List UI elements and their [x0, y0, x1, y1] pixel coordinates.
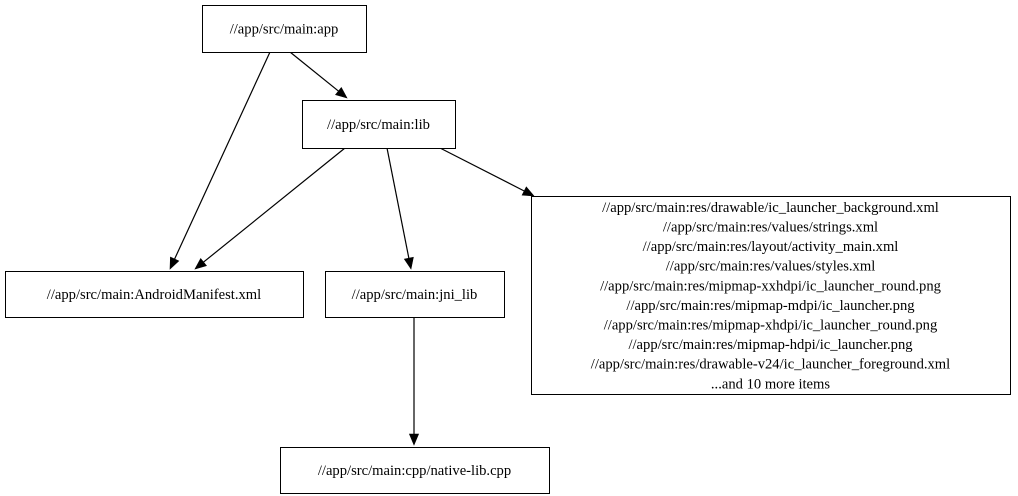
node-android-manifest-box[interactable] — [5, 271, 304, 318]
node-jni-lib-label-line-0: //app/src/main:jni_lib — [352, 287, 478, 303]
node-resources-group-box[interactable] — [531, 196, 1011, 395]
edge-app-to-lib-line — [289, 51, 339, 92]
edge-lib-to-resources-group-arrowhead-icon — [521, 186, 535, 197]
node-jni-lib-box[interactable] — [325, 271, 505, 318]
edge-app-to-android-manifest — [169, 51, 271, 270]
edge-lib-to-resources-group — [439, 147, 535, 197]
node-resources-group-label-line-8: //app/src/main:res/drawable-v24/ic_launc… — [591, 357, 950, 373]
edge-jni-lib-to-native-lib-cpp — [408, 317, 420, 446]
edge-lib-to-jni-lib-line — [386, 147, 410, 259]
node-resources-group[interactable]: //app/src/main:res/drawable/ic_launcher_… — [531, 196, 1011, 395]
node-resources-group-label-line-6: //app/src/main:res/mipmap-xhdpi/ic_launc… — [604, 317, 938, 333]
node-layer: //app/src/main:app //app/src/main:lib //ap… — [5, 5, 1011, 494]
edge-lib-to-jni-lib — [386, 147, 414, 270]
edge-lib-to-android-manifest-arrowhead-icon — [194, 257, 207, 270]
edge-layer — [169, 51, 535, 446]
node-android-manifest-label-line-0: //app/src/main:AndroidManifest.xml — [47, 287, 261, 303]
node-app[interactable]: //app/src/main:app — [202, 5, 367, 53]
node-app-label-line-0: //app/src/main:app — [230, 22, 339, 38]
edge-app-to-lib — [289, 51, 348, 99]
node-native-lib-cpp[interactable]: //app/src/main:cpp/native-lib.cpp — [280, 447, 550, 494]
edge-jni-lib-to-native-lib-cpp-arrowhead-icon — [408, 433, 420, 446]
node-native-lib-cpp-label-line-0: //app/src/main:cpp/native-lib.cpp — [318, 463, 511, 479]
edge-lib-to-resources-group-line — [439, 147, 525, 192]
node-lib-label-line-0: //app/src/main:lib — [327, 117, 430, 133]
node-resources-group-label-line-2: //app/src/main:res/layout/activity_main.… — [643, 239, 899, 255]
node-lib[interactable]: //app/src/main:lib — [302, 100, 456, 149]
edge-app-to-android-manifest-line — [174, 51, 271, 260]
edge-app-to-android-manifest-arrowhead-icon — [169, 256, 180, 270]
node-android-manifest[interactable]: //app/src/main:AndroidManifest.xml — [5, 271, 304, 318]
node-resources-group-label-line-0: //app/src/main:res/drawable/ic_launcher_… — [602, 200, 939, 216]
node-resources-group-label-line-7: //app/src/main:res/mipmap-hdpi/ic_launch… — [628, 337, 913, 353]
node-resources-group-label-line-1: //app/src/main:res/values/strings.xml — [663, 219, 878, 235]
edge-lib-to-jni-lib-arrowhead-icon — [403, 256, 414, 270]
node-resources-group-label-line-9: ...and 10 more items — [711, 376, 830, 392]
node-resources-group-label-line-5: //app/src/main:res/mipmap-mdpi/ic_launch… — [626, 298, 915, 314]
node-lib-box[interactable] — [302, 100, 456, 149]
node-native-lib-cpp-box[interactable] — [280, 447, 550, 494]
node-app-box[interactable] — [202, 5, 367, 53]
edge-lib-to-android-manifest-line — [203, 147, 346, 263]
edge-app-to-lib-arrowhead-icon — [335, 86, 348, 99]
edge-lib-to-android-manifest — [194, 147, 346, 270]
node-resources-group-label-line-3: //app/src/main:res/values/styles.xml — [666, 259, 876, 275]
node-jni-lib[interactable]: //app/src/main:jni_lib — [325, 271, 505, 318]
node-resources-group-label-line-4: //app/src/main:res/mipmap-xxhdpi/ic_laun… — [600, 278, 942, 294]
